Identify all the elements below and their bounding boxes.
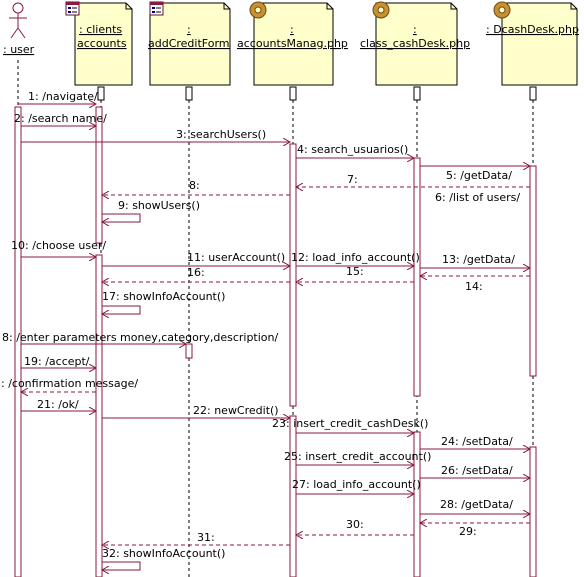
message-label: 9: showUsers()	[118, 199, 200, 212]
message-label: 10: /choose user/	[11, 239, 106, 252]
message-label: 26: /setData/	[441, 464, 513, 477]
self-message	[102, 213, 141, 222]
participant-label: :	[413, 23, 417, 36]
message-label: 4: search_usuarios()	[297, 143, 408, 156]
message-label: 8: /enter parameters money,category,desc…	[2, 331, 279, 344]
message-label: 19: /accept/	[24, 355, 90, 368]
message-label: 13: /getData/	[442, 253, 515, 266]
message-label: 32: showInfoAccount()	[102, 547, 225, 560]
participant-label: accountsManag.php	[237, 37, 348, 50]
note-box	[74, 2, 133, 86]
gear-icon	[249, 1, 267, 19]
message-label: 17: showInfoAccount()	[102, 290, 225, 303]
message-label: 1: /navigate/	[28, 90, 98, 103]
participant-label: : user	[3, 43, 35, 56]
note-box	[501, 2, 578, 86]
message-label: : /confirmation message/	[1, 377, 138, 390]
participant-label: addCreditForm	[148, 37, 230, 50]
participant-user[interactable]: : user	[3, 2, 35, 56]
participant-clients-accounts[interactable]: : clients accounts	[65, 1, 133, 86]
message-label: 2: /search name/	[14, 112, 107, 125]
message-label: 29:	[459, 525, 477, 538]
self-message	[102, 561, 141, 570]
participant-label: class_cashDesk.php	[360, 37, 470, 50]
message-label: 24: /setData/	[441, 435, 513, 448]
message-label: 23: insert_credit_cashDesk()	[272, 417, 428, 430]
message-label: 28: /getData/	[440, 498, 513, 511]
message-label: 22: newCredit()	[193, 404, 279, 417]
message-label: 16:	[187, 266, 205, 279]
participant-label: : DcashDesk.php	[486, 23, 579, 36]
form-icon	[65, 1, 80, 16]
message-label: 12: load_info_account()	[291, 251, 420, 264]
message-label: 5: /getData/	[446, 169, 512, 182]
note-box	[375, 2, 458, 86]
participant-dcashdesk[interactable]: : DcashDesk.php	[486, 1, 579, 86]
messages	[18, 104, 530, 570]
message-label: 6: /list of users/	[435, 191, 520, 204]
message-label: 27: load_info_account()	[292, 478, 421, 491]
message-label: 21: /ok/	[37, 398, 79, 411]
self-message	[102, 305, 141, 314]
message-label: 3: searchUsers()	[176, 128, 266, 141]
message-label: 11: userAccount()	[187, 251, 285, 264]
message-label: 8:	[189, 179, 200, 192]
message-label: 14:	[465, 280, 483, 293]
participant-class-cashdesk[interactable]: : class_cashDesk.php	[360, 1, 470, 86]
participant-label: accounts	[77, 37, 127, 50]
note-box	[149, 2, 231, 86]
activation-bars	[14, 106, 537, 577]
message-label: 31:	[197, 531, 215, 544]
message-label: 7:	[347, 173, 358, 186]
actor-icon	[9, 2, 27, 39]
message-labels: 1: /navigate/ 2: /search name/ 3: search…	[1, 90, 520, 560]
participant-label: :	[187, 23, 191, 36]
message-label: 30:	[346, 518, 364, 531]
participant-label: :	[290, 23, 294, 36]
participant-add-credit-form[interactable]: : addCreditForm	[148, 1, 231, 86]
header-activations	[97, 86, 537, 101]
form-icon	[149, 1, 164, 16]
message-label: 25: insert_credit_account()	[284, 450, 431, 463]
gear-icon	[493, 1, 511, 19]
participant-accounts-manag[interactable]: : accountsManag.php	[237, 1, 348, 86]
note-box	[253, 2, 334, 86]
gear-icon	[372, 1, 390, 19]
message-label: 15:	[346, 265, 364, 278]
participant-label: : clients	[79, 23, 122, 36]
